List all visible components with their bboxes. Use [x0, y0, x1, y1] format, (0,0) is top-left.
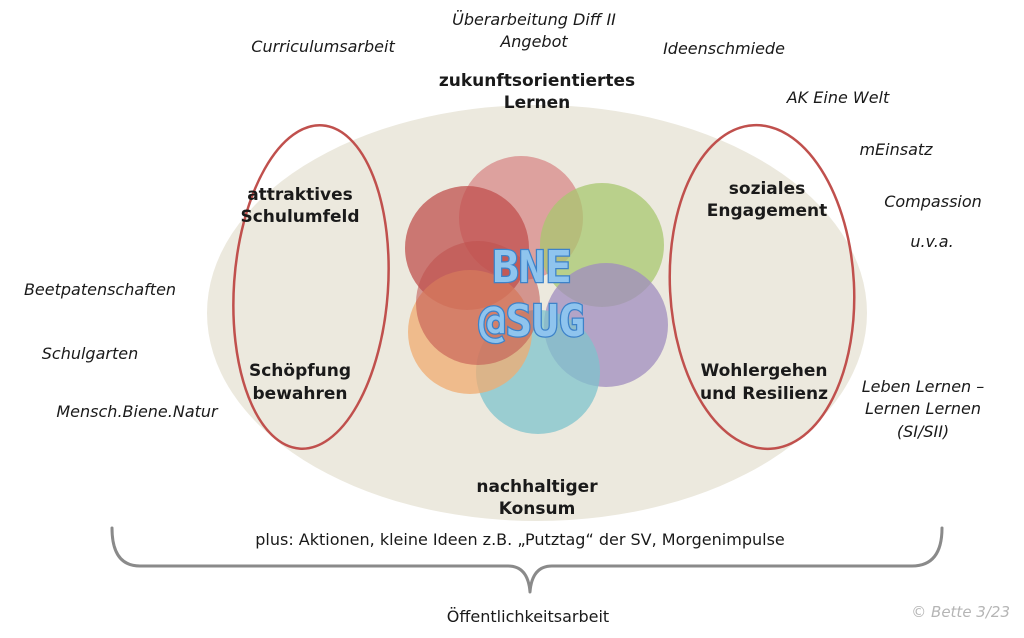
- pillar-top-line-2: Lernen: [504, 93, 570, 113]
- right-bottom-note-line-3: (SI/SII): [897, 422, 949, 441]
- pillar-right-bottom-line-2: und Resilienz: [700, 384, 828, 404]
- right-bottom-note-line-2: Lernen Lernen: [865, 399, 981, 418]
- left-note-mensch-biene-natur: Mensch.Biene.Natur: [56, 402, 219, 421]
- pillar-left-bottom-line-1: Schöpfung: [249, 361, 351, 381]
- top-note-line-1: Überarbeitung Diff II: [452, 10, 616, 29]
- pillar-left-bottom-line-2: bewahren: [253, 384, 348, 404]
- right-note-ak-eine-welt: AK Eine Welt: [786, 88, 890, 107]
- circle-red-front: [416, 241, 540, 365]
- right-note-meinsatz: mEinsatz: [859, 140, 933, 159]
- plus-line: plus: Aktionen, kleine Ideen z.B. „Putzt…: [255, 530, 785, 549]
- top-note-line-2: Angebot: [499, 32, 568, 51]
- pillar-right-top-line-2: Engagement: [707, 201, 828, 221]
- pillar-right-top-line-1: soziales: [729, 179, 805, 199]
- pillar-left-top-line-1: attraktives: [247, 185, 353, 205]
- left-ring: [232, 124, 390, 450]
- pillar-left-top-line-2: Schulumfeld: [240, 207, 359, 227]
- right-ring: [668, 123, 856, 451]
- copyright-label: © Bette 3/23: [911, 603, 1010, 621]
- right-note-uva: u.v.a.: [910, 232, 953, 251]
- logo-line-2: @SUG: [479, 296, 585, 347]
- right-note-ideenschmiede: Ideenschmiede: [663, 39, 785, 58]
- footer-label: Öffentlichkeitsarbeit: [447, 607, 609, 626]
- curly-brace: [110, 526, 944, 594]
- right-bottom-note-line-1: Leben Lernen –: [862, 377, 985, 396]
- pillar-right-bottom-line-1: Wohlergehen: [700, 361, 827, 381]
- pillar-bottom-line-1: nachhaltiger: [476, 477, 598, 497]
- flower-circles: [405, 156, 668, 434]
- logo-line-1: BNE: [492, 242, 571, 293]
- pillar-top-line-1: zukunftsorientiertes: [439, 71, 635, 91]
- pillar-bottom-line-2: Konsum: [499, 499, 576, 519]
- left-note-schulgarten: Schulgarten: [42, 344, 138, 363]
- right-note-compassion: Compassion: [884, 192, 982, 211]
- left-note-curriculum: Curriculumsarbeit: [251, 37, 395, 56]
- left-note-beetpatenschaften: Beetpatenschaften: [24, 280, 176, 299]
